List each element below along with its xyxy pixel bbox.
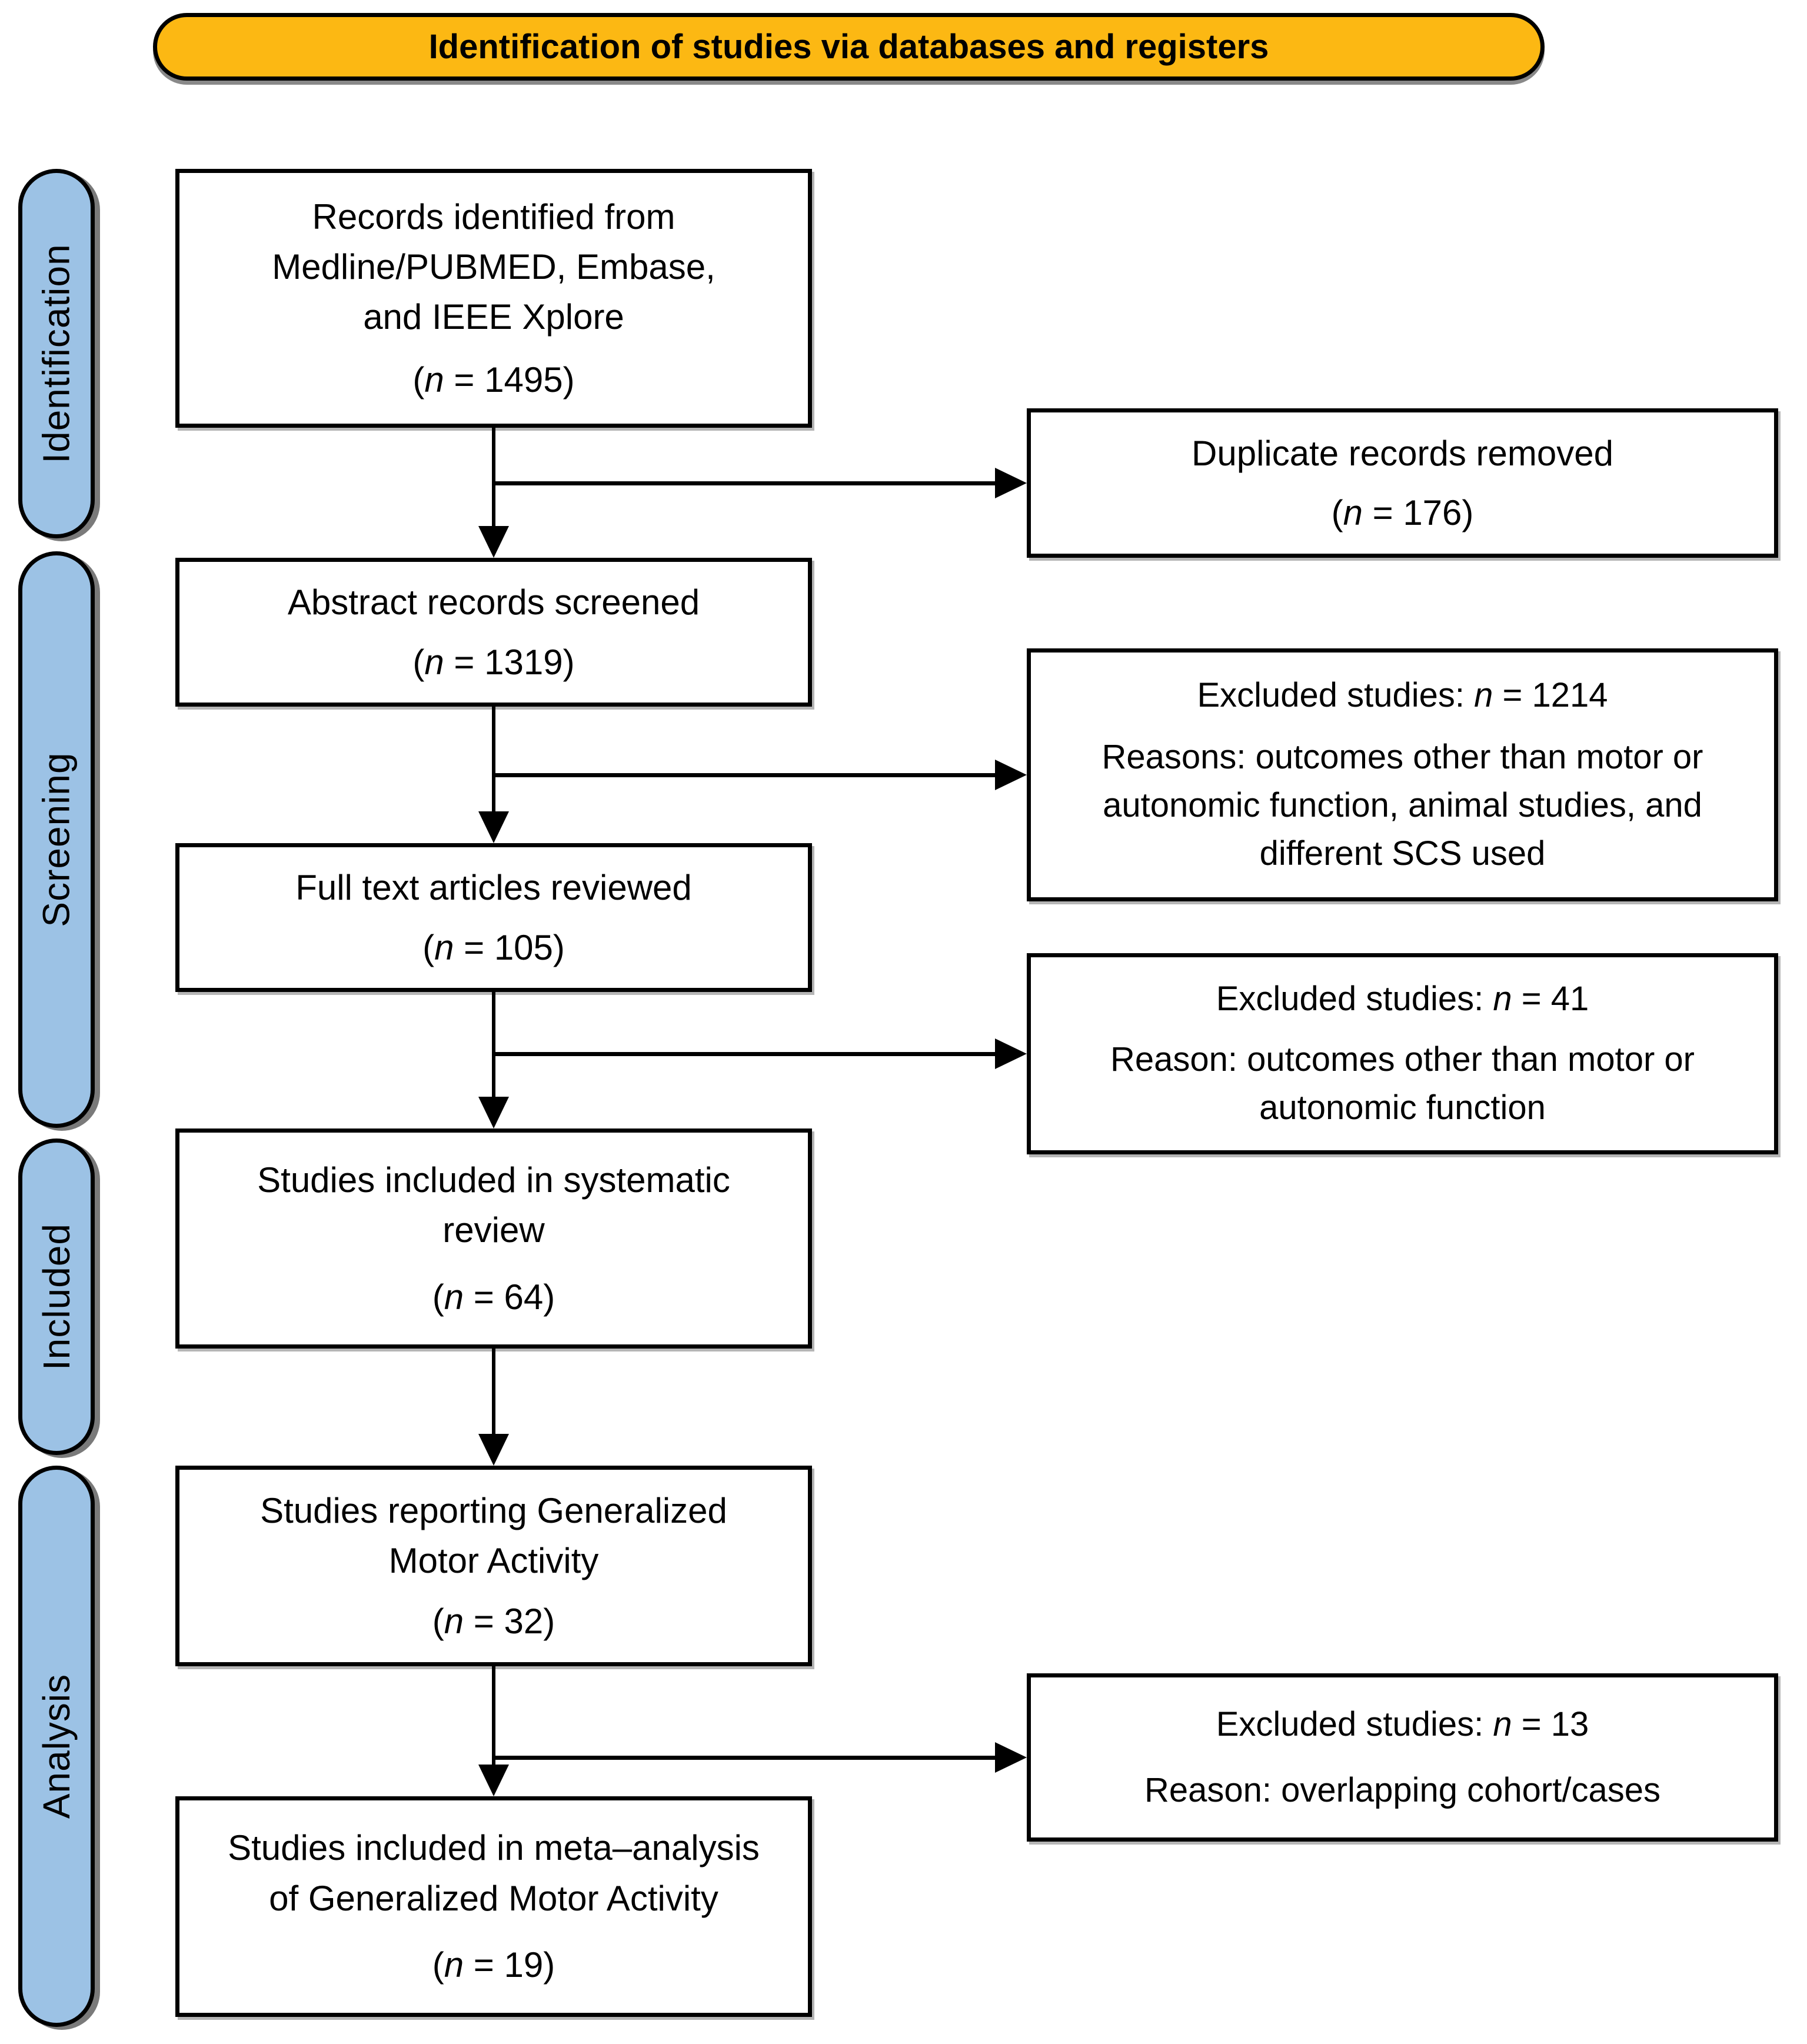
box-title: Full text articles reviewed [199, 863, 788, 913]
box-title: Excluded studies: n = 41 [1216, 980, 1589, 1018]
box-title-line: Motor Activity [388, 1541, 599, 1581]
box-duplicates-removed: Duplicate records removed (n = 176) [1027, 408, 1778, 558]
down-arrow-head-icon [478, 1765, 509, 1796]
box-title: Records identified from Medline/PUBMED, … [199, 192, 788, 342]
box-title: Studies included in meta–analysis of Gen… [199, 1823, 788, 1923]
stage-pill-screening: Screening [18, 551, 95, 1128]
right-arrow-head-icon [995, 1038, 1027, 1069]
box-count: (n = 32) [432, 1601, 555, 1641]
box-reporting-generalized-motor-activity: Studies reporting Generalized Motor Acti… [175, 1466, 812, 1666]
stage-pill-label: Analysis [35, 1673, 78, 1819]
box-meta-analysis-included: Studies included in meta–analysis of Gen… [175, 1796, 812, 2017]
down-arrow-head-icon [478, 526, 509, 558]
stage-pill-label: Screening [35, 752, 78, 927]
box-title: Abstract records screened [199, 577, 788, 627]
right-arrow-head-icon [995, 1742, 1027, 1773]
box-title: Studies included in systematic review [199, 1155, 788, 1255]
box-title-line: of Generalized Motor Activity [269, 1878, 718, 1918]
right-arrow-head-icon [995, 468, 1027, 498]
box-title-line: and IEEE Xplore [363, 297, 624, 337]
box-title-line: Studies included in systematic [257, 1160, 730, 1200]
box-count: (n = 1495) [412, 360, 575, 400]
box-excluded-overlapping: Excluded studies: n = 13 Reason: overlap… [1027, 1673, 1778, 1842]
box-abstract-screened: Abstract records screened (n = 1319) [175, 558, 812, 707]
branch-line-duplicates [494, 481, 999, 485]
box-title: Studies reporting Generalized Motor Acti… [199, 1486, 788, 1586]
box-count: (n = 1319) [412, 642, 575, 682]
box-title-line: review [442, 1210, 545, 1250]
down-arrow-head-icon [478, 1434, 509, 1466]
branch-line-excluded-2 [494, 1052, 999, 1056]
down-arrow-line-5 [492, 1666, 495, 1766]
stage-pill-identification: Identification [18, 169, 95, 538]
stage-pill-label: Included [35, 1223, 78, 1370]
branch-line-excluded-1 [494, 773, 999, 777]
down-arrow-line-1 [492, 428, 495, 529]
stage-pill-label: Identification [35, 244, 78, 464]
box-title-line: Abstract records screened [287, 582, 700, 622]
box-reason: Reason: overlapping cohort/cases [1144, 1770, 1660, 1809]
box-reason: Reason: outcomes other than motor or aut… [1110, 1040, 1695, 1127]
box-count: (n = 105) [422, 927, 565, 967]
down-arrow-line-2 [492, 707, 495, 814]
box-title-line: Studies included in meta–analysis [228, 1828, 760, 1868]
box-count: (n = 19) [432, 1945, 555, 1985]
down-arrow-line-3 [492, 992, 495, 1099]
box-excluded-fulltext-stage: Excluded studies: n = 41 Reason: outcome… [1027, 953, 1778, 1154]
stage-pill-analysis: Analysis [18, 1466, 95, 2027]
header-banner: Identification of studies via databases … [153, 13, 1545, 81]
box-title: Excluded studies: n = 13 [1216, 1705, 1589, 1744]
right-arrow-head-icon [995, 760, 1027, 790]
down-arrow-head-icon [478, 1097, 509, 1128]
box-reason: Reasons: outcomes other than motor or au… [1101, 737, 1703, 873]
box-excluded-abstract-stage: Excluded studies: n = 1214 Reasons: outc… [1027, 648, 1778, 901]
down-arrow-line-4 [492, 1349, 495, 1436]
box-title-line: Full text articles reviewed [295, 868, 692, 908]
box-title-line: Records identified from [312, 197, 675, 237]
box-count: (n = 64) [432, 1277, 555, 1317]
box-title-line: Studies reporting Generalized [260, 1491, 727, 1531]
branch-line-excluded-3 [494, 1756, 999, 1760]
box-systematic-review: Studies included in systematic review (n… [175, 1128, 812, 1349]
box-title: Excluded studies: n = 1214 [1197, 676, 1608, 715]
box-records-identified: Records identified from Medline/PUBMED, … [175, 169, 812, 428]
box-count: (n = 176) [1331, 493, 1474, 533]
down-arrow-head-icon [478, 811, 509, 843]
box-title-line: Medline/PUBMED, Embase, [272, 247, 716, 287]
box-fulltext-reviewed: Full text articles reviewed (n = 105) [175, 843, 812, 992]
stage-pill-included: Included [18, 1138, 95, 1455]
box-title: Duplicate records removed [1192, 433, 1613, 473]
